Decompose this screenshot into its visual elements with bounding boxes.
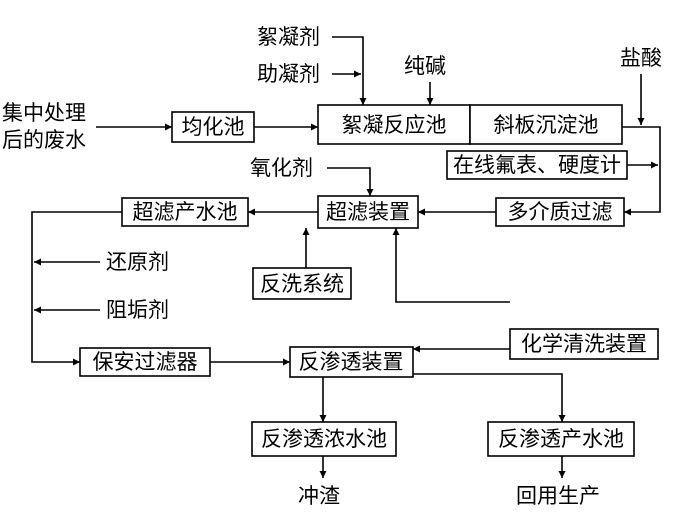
online-meters-box — [446, 150, 628, 180]
free-labels: 集中处理 后的废水 絮凝剂 助凝剂 纯碱 盐酸 氧化剂 还原剂 阻垢剂 冲渣 回… — [2, 25, 662, 508]
soda-ash-label: 纯碱 — [404, 54, 446, 78]
arrow-flocculant — [332, 36, 367, 105]
reducing-agent-label: 还原剂 — [106, 250, 169, 274]
ro-unit-box — [289, 346, 414, 378]
source-label-line-2: 后的废水 — [2, 128, 86, 152]
ro-product-tank-box — [487, 421, 635, 457]
arrow-ro-to-product — [413, 373, 566, 422]
flushing-slag-label: 冲渣 — [298, 484, 340, 508]
arrow-sedimentation-to-filter — [622, 126, 661, 216]
ro-product-tank-label: 反渗透产水池 — [498, 427, 624, 451]
arrow-oxidant — [327, 167, 374, 196]
backwash-system-box — [252, 267, 352, 300]
security-filter-label: 保安过滤器 — [93, 350, 198, 374]
uf-product-tank-box — [121, 197, 249, 227]
chemical-cleaning-label: 化学清洗装置 — [521, 332, 647, 356]
ultrafiltration-unit-box — [317, 195, 419, 229]
equalization-tank-label: 均化池 — [182, 115, 245, 139]
ro-unit-label: 反渗透装置 — [299, 350, 404, 374]
source-label-line-1: 集中处理 — [2, 101, 86, 125]
multimedia-filter-label: 多介质过滤 — [508, 200, 613, 224]
flocculation-tank-box — [317, 104, 471, 145]
uf-product-tank-label: 超滤产水池 — [133, 200, 238, 224]
online-meters-label: 在线氟表、硬度计 — [453, 153, 621, 177]
inclined-sedimentation-tank-label: 斜板沉淀池 — [494, 113, 599, 137]
process-boxes: 均化池 絮凝反应池 斜板沉淀池 在线氟表、硬度计 多介质过滤 超滤装置 超滤产水… — [79, 104, 659, 457]
ro-concentrate-tank-label: 反渗透浓水池 — [261, 427, 387, 451]
arrow-uf-tank-to-security-filter — [31, 211, 122, 366]
flocculation-tank-label: 絮凝反应池 — [342, 113, 447, 137]
ultrafiltration-unit-label: 超滤装置 — [326, 200, 410, 224]
backwash-system-label: 反洗系统 — [260, 272, 344, 296]
flocculant-label: 絮凝剂 — [257, 25, 320, 49]
security-filter-box — [79, 347, 211, 377]
hydrochloric-acid-label: 盐酸 — [620, 46, 662, 70]
inclined-sedimentation-tank-box — [469, 104, 623, 145]
flow-connectors — [31, 36, 661, 478]
coagulant-aid-label: 助凝剂 — [257, 62, 320, 86]
chemical-cleaning-box — [509, 328, 659, 360]
oxidant-label: 氧化剂 — [250, 156, 313, 180]
antiscalant-label: 阻垢剂 — [106, 298, 169, 322]
arrow-cleaning-to-ultrafiltration — [392, 228, 510, 303]
equalization-tank-box — [171, 111, 255, 143]
reuse-production-label: 回用生产 — [516, 484, 600, 508]
ro-concentrate-tank-box — [251, 421, 397, 457]
multimedia-filter-box — [495, 197, 625, 227]
